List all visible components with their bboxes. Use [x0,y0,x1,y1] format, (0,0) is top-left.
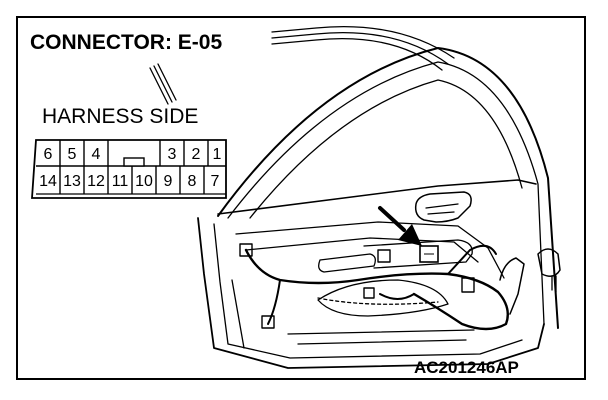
pin-label: 11 [112,173,129,190]
door-trim-panel-illustration: 6 5 4 3 2 1 14 13 12 11 10 9 8 7 [31,25,561,369]
pin-label: 3 [168,146,177,163]
diagram-frame: 6 5 4 3 2 1 14 13 12 11 10 9 8 7 CONNECT… [16,16,586,380]
pin-label: 10 [135,173,153,190]
harness-side-label: HARNESS SIDE [42,105,199,128]
connector-title: CONNECTOR: E-05 [30,31,223,54]
arrow-icon [378,206,422,246]
pin-label: 14 [39,173,57,190]
pin-label: 12 [87,173,105,190]
pin-label: 7 [211,173,220,190]
pin-label: 4 [92,146,101,163]
pin-label: 6 [44,146,53,163]
pin-label: 5 [68,146,77,163]
connector-face-diagram: 6 5 4 3 2 1 14 13 12 11 10 9 8 7 [31,139,227,199]
pin-label: 13 [63,173,81,190]
connector-icon [419,245,439,263]
pin-label: 9 [164,173,173,190]
pin-label: 1 [213,146,222,163]
reference-code: AC201246AP [414,358,519,377]
pin-label: 2 [192,146,201,163]
pin-label: 8 [188,173,197,190]
